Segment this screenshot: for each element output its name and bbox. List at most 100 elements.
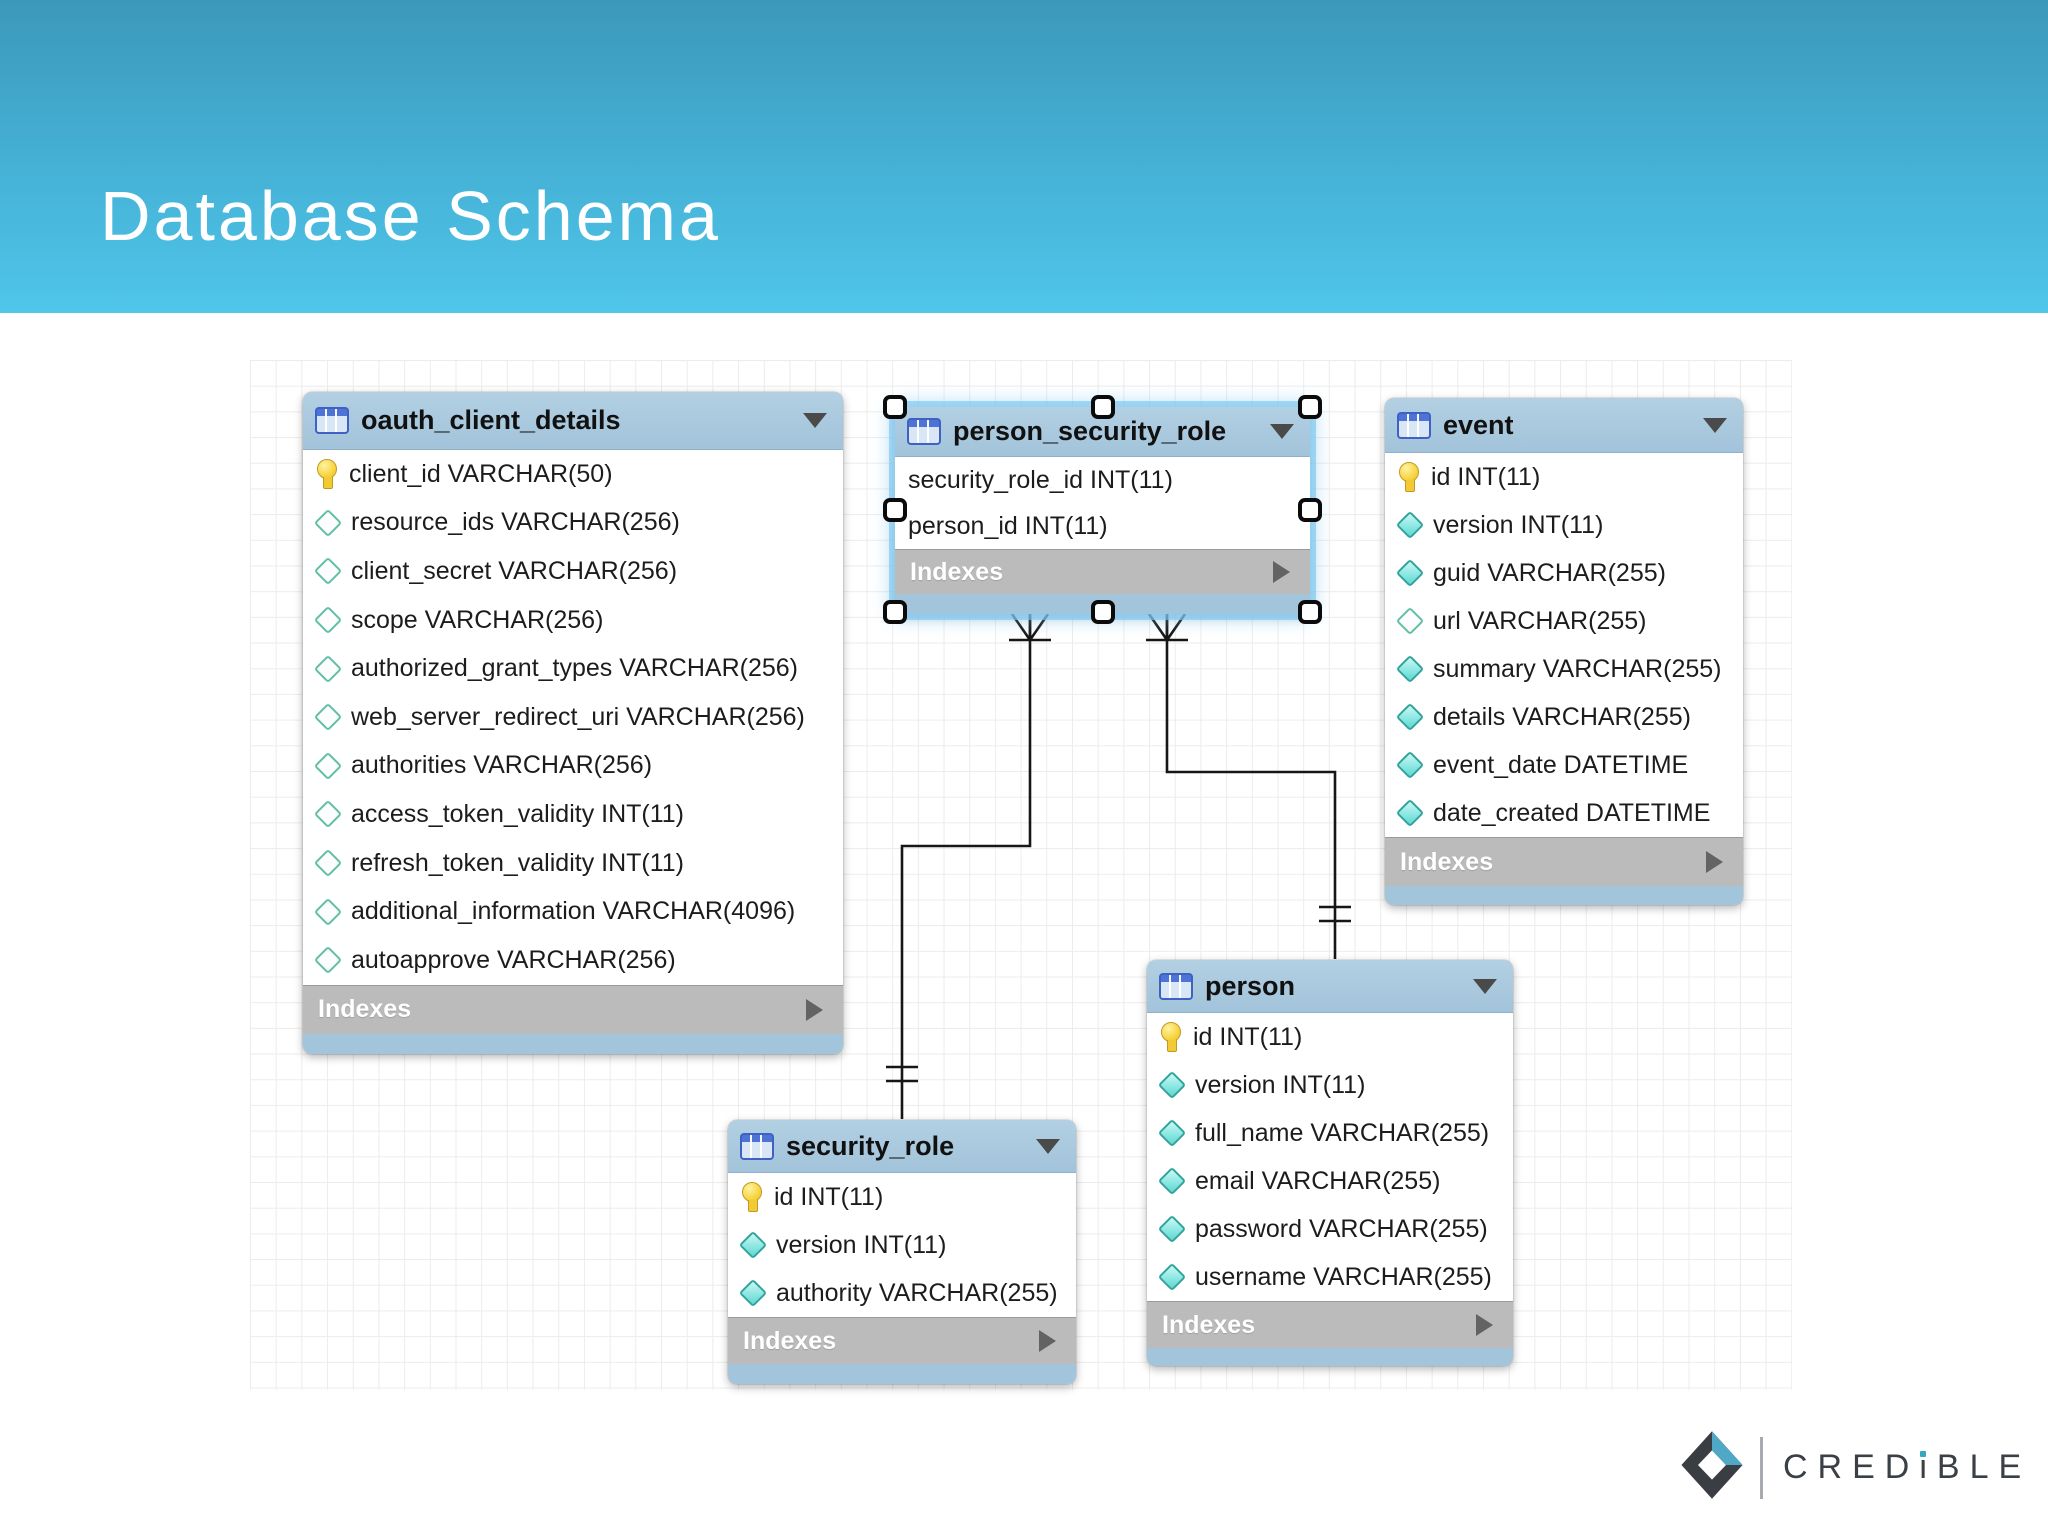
column-text: username VARCHAR(255): [1195, 1262, 1492, 1291]
column-row[interactable]: resource_ids VARCHAR(256): [303, 498, 843, 548]
selection-handle-sw[interactable]: [883, 600, 907, 624]
column-text: client_secret VARCHAR(256): [351, 556, 678, 585]
indexes-footer[interactable]: Indexes: [728, 1317, 1076, 1364]
column-row[interactable]: full_name VARCHAR(255): [1147, 1109, 1513, 1157]
column-text: refresh_token_validity INT(11): [351, 848, 685, 877]
column-row[interactable]: scope VARCHAR(256): [303, 595, 843, 645]
selection-handle-ne[interactable]: [1298, 395, 1322, 419]
table-columns: id INT(11)version INT(11) guid VARCHAR(25…: [1385, 453, 1743, 837]
column-text: guid VARCHAR(255): [1433, 558, 1666, 587]
column-nullable-icon: [313, 508, 343, 538]
column-nullable-icon: [313, 897, 343, 926]
column-row[interactable]: username VARCHAR(255): [1147, 1253, 1513, 1301]
column-nullable-icon: [313, 557, 343, 586]
column-row[interactable]: access_token_validity INT(11): [303, 790, 843, 839]
crowfoot-marker[interactable]: [1009, 613, 1051, 642]
indexes-footer[interactable]: Indexes: [1147, 1301, 1513, 1348]
column-notnull-icon: [738, 1230, 768, 1260]
column-row[interactable]: authorities VARCHAR(256): [303, 741, 843, 791]
chevron-down-icon[interactable]: [803, 413, 827, 428]
column-row[interactable]: email VARCHAR(255): [1147, 1157, 1513, 1205]
chevron-down-icon[interactable]: [1703, 417, 1727, 433]
column-row[interactable]: authority VARCHAR(255): [728, 1269, 1076, 1317]
column-text: url VARCHAR(255): [1433, 606, 1647, 635]
column-row[interactable]: event_date DATETIME: [1385, 741, 1743, 789]
table-header[interactable]: event: [1385, 398, 1743, 453]
column-text: security_role_id INT(11): [908, 465, 1173, 494]
column-row[interactable]: version INT(11): [728, 1221, 1076, 1269]
selection-handle-nw[interactable]: [883, 395, 907, 419]
column-row[interactable]: date_created DATETIME: [1385, 789, 1743, 837]
chevron-down-icon[interactable]: [1473, 978, 1497, 994]
selection-handle-n[interactable]: [1091, 395, 1115, 419]
expand-arrow-icon[interactable]: [1039, 1330, 1056, 1352]
column-row[interactable]: version INT(11): [1147, 1061, 1513, 1109]
column-row[interactable]: client_secret VARCHAR(256): [303, 547, 843, 596]
column-notnull-icon: [1157, 1214, 1187, 1244]
table-bottom-strip: [728, 1364, 1076, 1384]
column-row[interactable]: autoapprove VARCHAR(256): [303, 935, 843, 985]
crowfoot-marker[interactable]: [1146, 613, 1188, 642]
table-icon: [907, 418, 941, 445]
column-text: authorized_grant_types VARCHAR(256): [351, 654, 798, 683]
table-header[interactable]: security_role: [728, 1120, 1076, 1173]
column-row[interactable]: summary VARCHAR(255): [1385, 645, 1743, 693]
logo-diamond-icon: [1680, 1430, 1744, 1505]
column-row[interactable]: additional_information VARCHAR(4096): [303, 887, 843, 936]
column-text: event_date DATETIME: [1433, 750, 1689, 779]
column-row[interactable]: guid VARCHAR(255): [1385, 549, 1743, 597]
indexes-label: Indexes: [743, 1326, 837, 1355]
column-text: details VARCHAR(255): [1433, 702, 1691, 731]
column-row[interactable]: web_server_redirect_uri VARCHAR(256): [303, 692, 843, 742]
column-text: authorities VARCHAR(256): [351, 751, 653, 780]
column-text: summary VARCHAR(255): [1433, 654, 1722, 683]
column-row[interactable]: security_role_id INT(11): [895, 457, 1310, 503]
column-row[interactable]: details VARCHAR(255): [1385, 693, 1743, 741]
primary-key-icon: [741, 1181, 763, 1213]
column-notnull-icon: [1395, 702, 1425, 732]
relationship-line[interactable]: [1165, 614, 1337, 959]
column-row[interactable]: authorized_grant_types VARCHAR(256): [303, 644, 843, 693]
expand-arrow-icon[interactable]: [806, 998, 823, 1021]
selection-handle-s[interactable]: [1091, 600, 1115, 624]
table-name: person_security_role: [953, 416, 1227, 446]
selection-handle-se[interactable]: [1298, 600, 1322, 624]
column-notnull-icon: [1395, 558, 1425, 588]
table-header[interactable]: oauth_client_details: [303, 392, 843, 450]
column-row[interactable]: id INT(11): [1385, 453, 1743, 501]
indexes-footer[interactable]: Indexes: [303, 984, 843, 1034]
expand-arrow-icon[interactable]: [1273, 561, 1290, 583]
relationship-line[interactable]: [900, 614, 1032, 1119]
title-band: Database Schema: [0, 0, 2048, 313]
expand-arrow-icon[interactable]: [1476, 1314, 1493, 1336]
column-row[interactable]: version INT(11): [1385, 501, 1743, 549]
selection-handle-w[interactable]: [883, 498, 907, 522]
indexes-footer[interactable]: Indexes: [1385, 837, 1743, 886]
column-row[interactable]: url VARCHAR(255): [1385, 597, 1743, 645]
column-row[interactable]: refresh_token_validity INT(11): [303, 838, 843, 888]
column-row[interactable]: person_id INT(11): [895, 503, 1310, 549]
column-nullable-icon: [313, 848, 343, 878]
column-row[interactable]: id INT(11): [1147, 1013, 1513, 1061]
column-row[interactable]: id INT(11): [728, 1173, 1076, 1221]
expand-arrow-icon[interactable]: [1706, 851, 1723, 873]
column-nullable-icon: [1395, 606, 1425, 636]
chevron-down-icon[interactable]: [1270, 424, 1294, 439]
one-cardinality-marker[interactable]: [1319, 905, 1351, 923]
indexes-footer[interactable]: Indexes: [895, 549, 1310, 594]
table-header[interactable]: person: [1147, 960, 1513, 1013]
table-bottom-strip: [303, 1033, 843, 1054]
column-row[interactable]: client_id VARCHAR(50): [303, 450, 843, 499]
one-cardinality-marker[interactable]: [886, 1065, 918, 1083]
column-row[interactable]: password VARCHAR(255): [1147, 1205, 1513, 1253]
indexes-label: Indexes: [318, 995, 412, 1024]
selection-handle-e[interactable]: [1298, 498, 1322, 522]
table-person_security_role[interactable]: person_security_role security_role_id INT…: [895, 407, 1310, 614]
chevron-down-icon[interactable]: [1036, 1138, 1060, 1154]
